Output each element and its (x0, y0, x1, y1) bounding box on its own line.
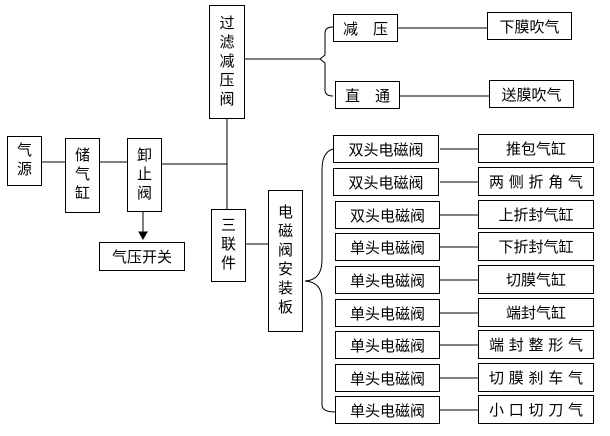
reduce-label: 减 压 (342, 19, 388, 38)
arrow-down-icon (138, 231, 148, 241)
actuator-box: 端 封 整 形 气 (478, 330, 594, 359)
solenoid-valve-label: 单头电磁阀 (349, 304, 425, 323)
solenoid-valve-label: 单头电磁阀 (349, 336, 425, 355)
triple-unit-box: 三联件 (211, 209, 246, 282)
lower-film-blow-box: 下膜吹气 (487, 12, 572, 40)
air-source-box: 气源 (7, 136, 42, 186)
unload-valve-box: 卸止阀 (127, 138, 162, 212)
solenoid-valve-label: 单头电磁阀 (349, 238, 425, 257)
unload-valve-label: 卸止阀 (135, 146, 153, 204)
direct-box: 直 通 (335, 81, 400, 109)
actuator-label: 推包气缸 (505, 140, 566, 158)
brace-top (319, 26, 334, 97)
solenoid-valve-label: 单头电磁阀 (349, 369, 425, 388)
actuator-label: 小 口 切 刀 气 (488, 401, 584, 419)
solenoid-valve-box: 双头电磁阀 (333, 135, 439, 163)
pressure-switch-box: 气压开关 (99, 242, 185, 271)
actuator-box: 切 膜 刹 车 气 (478, 363, 594, 392)
solenoid-valve-label: 单头电磁阀 (349, 401, 425, 420)
actuator-box: 两 侧 折 角 气 (478, 167, 594, 196)
solenoid-valve-box: 单头电磁阀 (335, 396, 440, 424)
solenoid-valve-box: 双头电磁阀 (335, 201, 440, 229)
actuator-box: 切膜气缸 (478, 265, 594, 294)
feed-film-blow-box: 送膜吹气 (489, 80, 574, 108)
actuator-label: 上折封气缸 (498, 206, 574, 224)
pressure-switch-label: 气压开关 (111, 248, 172, 266)
solenoid-valve-label: 单头电磁阀 (349, 271, 425, 290)
air-tank-label: 储气缸 (73, 147, 91, 204)
brace-solenoids (304, 148, 337, 413)
actuator-label: 切 膜 刹 车 气 (488, 369, 584, 387)
reduce-box: 减 压 (333, 14, 398, 42)
actuator-box: 上折封气缸 (478, 200, 594, 229)
solenoid-board-box: 电磁阀安装板 (268, 190, 303, 332)
actuator-label: 两 侧 折 角 气 (488, 173, 584, 191)
solenoid-valve-label: 双头电磁阀 (348, 140, 424, 159)
actuator-box: 端封气缸 (478, 298, 594, 327)
triple-unit-label: 三联件 (219, 217, 237, 274)
actuator-box: 小 口 切 刀 气 (478, 395, 594, 424)
solenoid-valve-label: 双头电磁阀 (348, 173, 424, 192)
air-tank-box: 储气缸 (65, 138, 100, 213)
solenoid-valve-box: 单头电磁阀 (335, 331, 440, 359)
direct-label: 直 通 (344, 86, 390, 105)
feed-film-blow-label: 送膜吹气 (501, 85, 562, 104)
actuator-label: 端封气缸 (505, 304, 566, 322)
lower-film-blow-label: 下膜吹气 (499, 17, 560, 36)
actuator-box: 推包气缸 (478, 134, 594, 163)
filter-reducer-box: 过滤减压阀 (209, 5, 245, 119)
solenoid-valve-box: 单头电磁阀 (335, 364, 440, 392)
solenoid-valve-label: 双头电磁阀 (349, 206, 425, 225)
actuator-label: 下折封气缸 (498, 238, 574, 256)
solenoid-valve-box: 单头电磁阀 (335, 233, 440, 261)
actuator-label: 端 封 整 形 气 (488, 336, 584, 354)
solenoid-valve-box: 单头电磁阀 (335, 266, 440, 294)
actuator-box: 下折封气缸 (478, 232, 594, 261)
solenoid-board-label: 电磁阀安装板 (276, 204, 294, 318)
solenoid-valve-box: 双头电磁阀 (333, 168, 439, 196)
solenoid-valve-box: 单头电磁阀 (335, 299, 440, 327)
actuator-label: 切膜气缸 (505, 271, 566, 289)
air-source-label: 气源 (15, 142, 33, 180)
filter-reducer-label: 过滤减压阀 (217, 14, 236, 110)
